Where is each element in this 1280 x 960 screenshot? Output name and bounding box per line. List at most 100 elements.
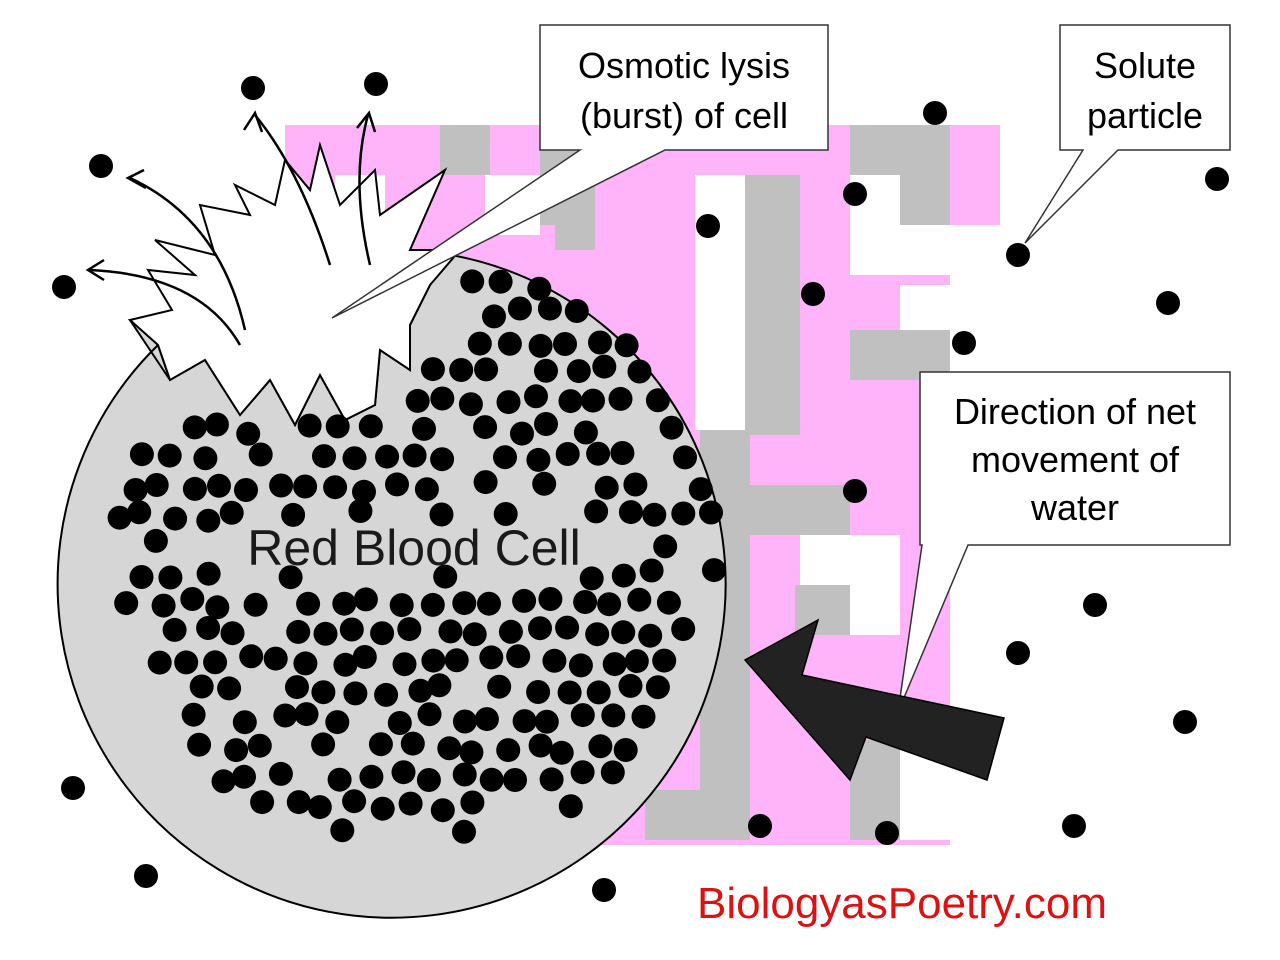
burst-opening bbox=[127, 141, 463, 428]
cell-particle bbox=[482, 304, 506, 329]
cell-particle bbox=[611, 620, 636, 645]
solute-particle bbox=[843, 479, 867, 503]
cell-particle bbox=[539, 767, 564, 792]
solute-particle bbox=[364, 72, 388, 96]
cell-particle bbox=[673, 445, 697, 470]
cell-particle bbox=[608, 386, 633, 411]
cell-particle bbox=[325, 710, 350, 735]
solute-particle bbox=[52, 275, 76, 299]
cell-particle bbox=[549, 740, 574, 765]
cell-particle bbox=[402, 443, 427, 468]
cell-particle bbox=[512, 709, 537, 734]
cell-particle bbox=[211, 769, 236, 794]
cell-particle bbox=[553, 332, 577, 356]
cell-particle bbox=[129, 442, 154, 467]
cell-particle bbox=[247, 733, 272, 758]
ejection-arrows bbox=[89, 114, 372, 346]
website-credit: BiologyasPoetry.com bbox=[697, 879, 1107, 928]
cell-particle bbox=[232, 710, 257, 735]
cell-particle bbox=[452, 709, 477, 734]
cell-particle bbox=[506, 644, 531, 669]
cell-particle bbox=[281, 502, 306, 527]
cell-particle bbox=[618, 500, 643, 525]
cell-particle bbox=[416, 768, 441, 792]
cell-particle bbox=[162, 617, 187, 642]
bg-white-gap bbox=[800, 535, 900, 585]
cell-particle bbox=[180, 587, 205, 611]
cell-particle bbox=[293, 474, 318, 499]
solute-callout-box bbox=[1024, 24, 1231, 244]
solute-particle bbox=[61, 776, 85, 800]
cell-particle bbox=[268, 761, 293, 786]
bg-gray-block bbox=[645, 790, 700, 840]
cell-particle bbox=[639, 558, 664, 583]
cell-particle bbox=[323, 475, 348, 500]
cell-particle bbox=[585, 622, 610, 647]
cell-particle bbox=[307, 795, 332, 820]
cell-particle bbox=[330, 818, 355, 843]
cell-particle bbox=[532, 471, 557, 496]
cell-particle bbox=[243, 592, 268, 617]
cell-particle bbox=[248, 442, 273, 467]
cell-particle bbox=[618, 673, 643, 698]
cell-particle bbox=[570, 760, 595, 785]
cell-particle bbox=[528, 733, 553, 758]
cell-particle bbox=[688, 477, 713, 502]
solute-particle bbox=[1083, 593, 1107, 617]
cell-particle bbox=[573, 420, 598, 445]
ejection-arrow bbox=[358, 114, 372, 266]
cell-particle bbox=[671, 501, 696, 526]
cell-particle bbox=[352, 645, 377, 669]
cell-particle bbox=[558, 794, 583, 819]
solute-particle bbox=[843, 182, 867, 206]
cell-particle bbox=[286, 790, 311, 815]
cell-particle bbox=[542, 648, 567, 673]
lysis-callout: Osmotic lysis (burst) of cell bbox=[331, 24, 829, 319]
cell-particle bbox=[397, 617, 422, 642]
bg-gray-block bbox=[900, 175, 950, 225]
cell-particle bbox=[205, 595, 230, 620]
bg-gray-block bbox=[795, 585, 850, 635]
cell-particle bbox=[343, 681, 368, 706]
cell-particle bbox=[342, 446, 367, 471]
solute-callout-line-1: Solute bbox=[1094, 45, 1196, 86]
cell-particle bbox=[313, 621, 338, 646]
cell-particle bbox=[263, 646, 288, 671]
cell-particle bbox=[579, 566, 604, 591]
water-direction-arrow bbox=[743, 618, 1005, 782]
cell-particle bbox=[389, 593, 414, 618]
cell-particle bbox=[614, 333, 639, 358]
water-callout-line-2: movement of bbox=[971, 439, 1180, 480]
arrowhead bbox=[356, 110, 377, 133]
solute-particle bbox=[1156, 291, 1180, 315]
cell-particle bbox=[391, 760, 416, 785]
cell-particle bbox=[592, 354, 617, 379]
cell-particle bbox=[613, 738, 638, 762]
cell-particle bbox=[477, 591, 501, 616]
cell-particle bbox=[359, 764, 384, 789]
cell-particle bbox=[527, 276, 552, 301]
cell-particle bbox=[430, 386, 455, 411]
bg-gray-block bbox=[745, 175, 800, 435]
solute-particles bbox=[52, 72, 1229, 902]
cell-particle bbox=[368, 732, 393, 757]
cell-particle bbox=[293, 651, 318, 676]
cell-particle bbox=[387, 711, 412, 735]
cell-particle bbox=[273, 703, 298, 728]
cell-particle bbox=[652, 648, 677, 673]
solute-particle bbox=[1006, 641, 1030, 665]
cell-particle bbox=[474, 707, 499, 732]
cell-particle bbox=[412, 416, 436, 441]
ejection-arrow bbox=[254, 114, 332, 266]
cell-particle bbox=[568, 653, 593, 678]
solute-particle bbox=[748, 814, 772, 838]
cell-particle bbox=[528, 333, 553, 358]
cell-particle bbox=[594, 475, 619, 500]
cell-particle bbox=[311, 680, 336, 705]
cell-particle bbox=[352, 479, 376, 504]
cell-particle bbox=[624, 649, 649, 674]
cell-particle bbox=[656, 590, 681, 615]
lysis-callout-box bbox=[331, 24, 829, 319]
cell-particle bbox=[498, 619, 523, 644]
